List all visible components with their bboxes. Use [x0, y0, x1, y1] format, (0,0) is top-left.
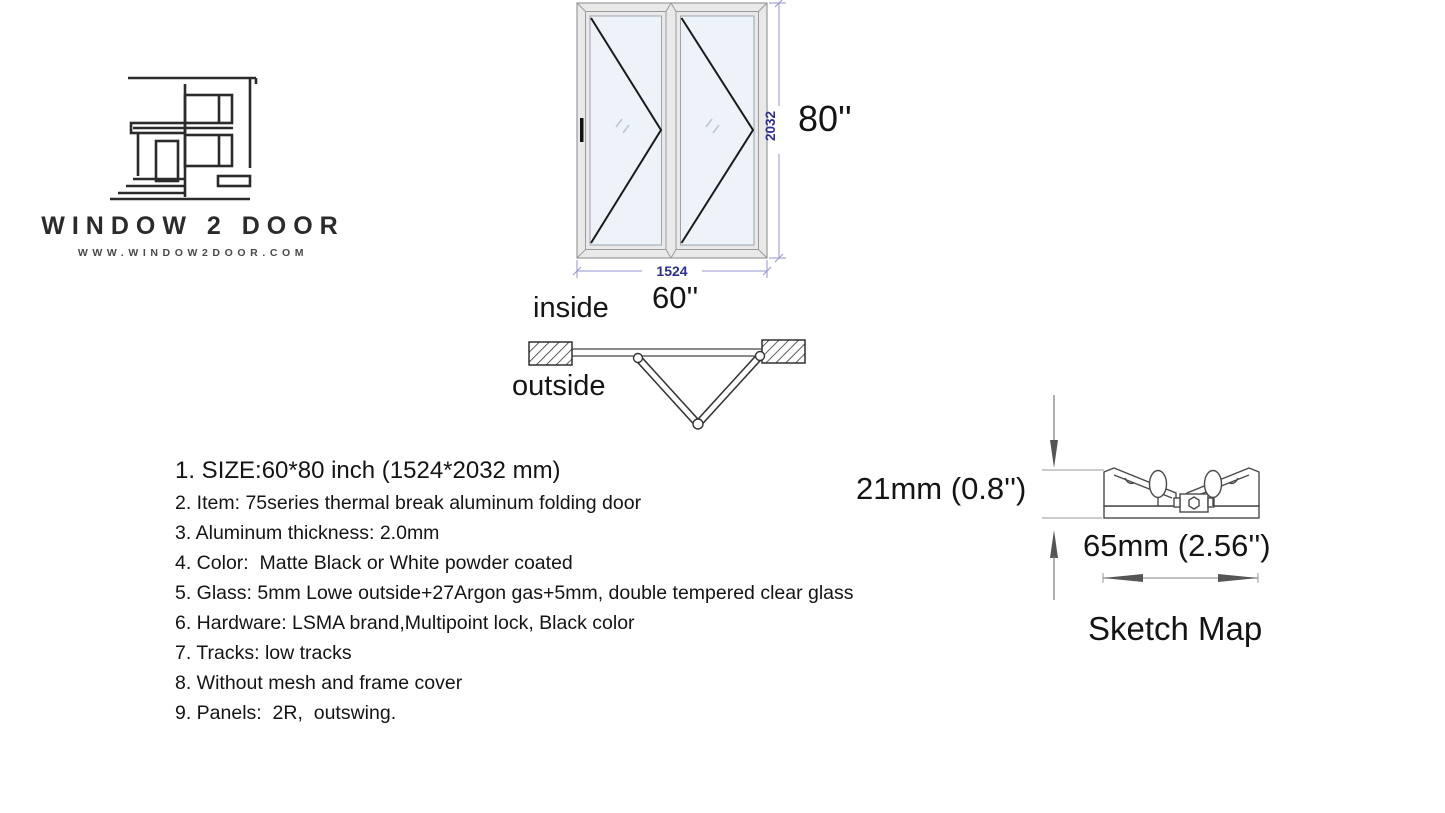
- door-panel-left: [585, 11, 667, 250]
- fold-direction-right: [680, 17, 755, 244]
- house-logo-icon: [110, 76, 258, 201]
- track-profile-drawing: [1042, 395, 1260, 600]
- width-dimension-mm: 1524: [656, 263, 687, 279]
- height-arrow-top: [1050, 395, 1058, 468]
- width-dimension-line: [572, 260, 772, 278]
- spec-item: 4. Color: Matte Black or White powder co…: [175, 552, 573, 574]
- width-dimension-inch: 60'': [652, 280, 699, 315]
- wall-left: [528, 341, 573, 366]
- door-elevation-drawing: 2032 1524: [572, 0, 786, 279]
- spec-item: 7. Tracks: low tracks: [175, 642, 352, 664]
- spec-item: 3. Aluminum thickness: 2.0mm: [175, 522, 440, 544]
- spec-item: 5. Glass: 5mm Lowe outside+27Argon gas+5…: [175, 582, 854, 604]
- spec-list: 1. SIZE:60*80 inch (1524*2032 mm) 2. Ite…: [175, 454, 935, 728]
- spec-item: 6. Hardware: LSMA brand,Multipoint lock,…: [175, 612, 635, 634]
- sketch-map-title: Sketch Map: [1088, 610, 1263, 647]
- spec-item: 8. Without mesh and frame cover: [175, 672, 463, 694]
- logo: WINDOW 2 DOOR WWW.WINDOW2DOOR.COM: [38, 66, 348, 259]
- plan-view-drawing: [528, 339, 806, 430]
- door-panel-right: [675, 11, 759, 250]
- height-dimension-line: [769, 0, 786, 263]
- height-dimension-inch: 80'': [798, 98, 852, 139]
- spec-item: 1. SIZE:60*80 inch (1524*2032 mm): [175, 457, 561, 484]
- hinge-points: [632, 350, 766, 430]
- track-profile: [1103, 467, 1260, 519]
- glass-reflection-right: [705, 118, 720, 134]
- profile-width-label: 65mm (2.56''): [1083, 528, 1271, 563]
- brand-website: WWW.WINDOW2DOOR.COM: [77, 247, 309, 259]
- inside-label: inside: [533, 292, 609, 324]
- height-extension-lines: [1042, 469, 1104, 519]
- rollers: [1148, 469, 1223, 506]
- fold-direction-left: [590, 17, 663, 244]
- glass-reflection-left: [615, 118, 630, 134]
- width-arrow: [1102, 573, 1259, 583]
- height-arrow-bottom: [1050, 530, 1058, 600]
- folded-panels: [635, 353, 763, 427]
- brand-name: WINDOW 2 DOOR: [41, 212, 345, 240]
- height-dimension-mm: 2032: [763, 111, 778, 141]
- profile-height-label: 21mm (0.8''): [856, 471, 1027, 506]
- spec-item: 9. Panels: 2R, outswing.: [175, 702, 397, 724]
- wall-right: [761, 339, 806, 364]
- door-handle: [580, 118, 584, 142]
- track-lines: [572, 348, 762, 357]
- outside-label: outside: [512, 370, 606, 402]
- spec-item: 2. Item: 75series thermal break aluminum…: [175, 492, 642, 514]
